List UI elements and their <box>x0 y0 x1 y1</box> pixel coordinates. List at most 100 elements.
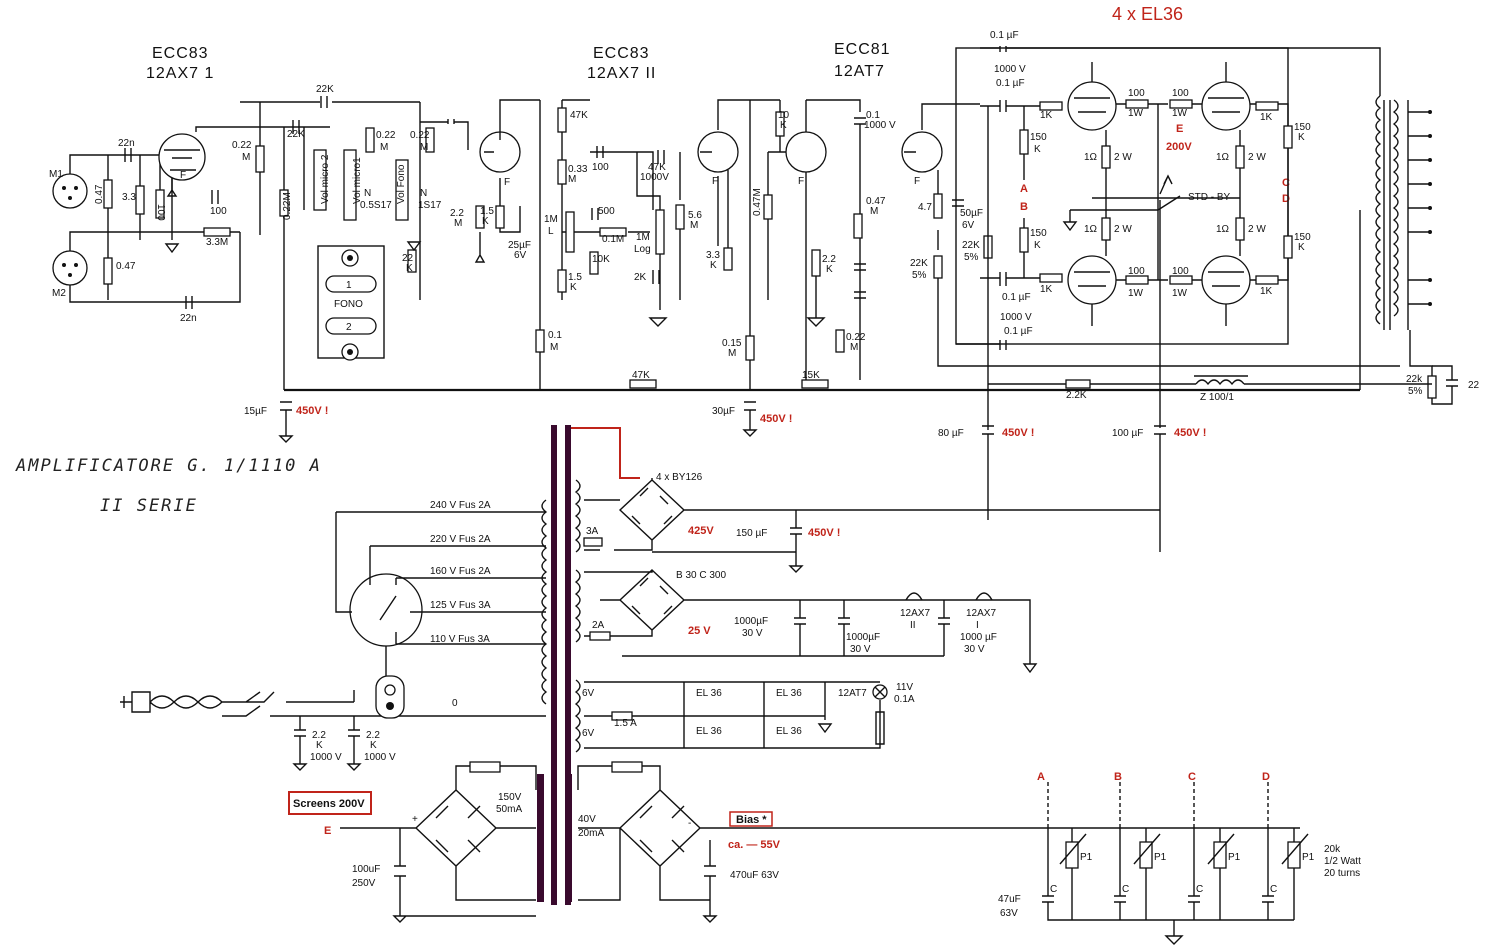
svg-text:22k: 22k <box>1406 374 1423 385</box>
svg-text:3.3M: 3.3M <box>206 237 228 248</box>
svg-text:100: 100 <box>592 162 609 173</box>
svg-text:0.22: 0.22 <box>410 130 430 141</box>
fono-1-label: 1 <box>346 280 352 291</box>
pot-c-label: C <box>1188 771 1196 783</box>
mic2-connector <box>52 250 88 286</box>
svg-text:30 V: 30 V <box>850 644 871 655</box>
svg-text:N: N <box>364 188 371 199</box>
svg-text:1M: 1M <box>636 232 650 243</box>
svg-text:2 W: 2 W <box>1114 224 1132 235</box>
svg-text:25µF: 25µF <box>508 240 531 251</box>
svg-text:+: + <box>412 814 418 825</box>
svg-text:K: K <box>570 282 577 293</box>
svg-text:1Ω: 1Ω <box>1216 224 1230 235</box>
el36-tube-2 <box>1201 81 1251 131</box>
svg-text:20mA: 20mA <box>578 828 604 839</box>
svg-text:47K: 47K <box>570 110 588 121</box>
svg-text:C: C <box>1270 884 1277 895</box>
svg-text:M: M <box>550 342 558 353</box>
feedback-resistor-label: 2.2K <box>1066 390 1087 401</box>
svg-text:P1: P1 <box>1228 852 1241 863</box>
svg-text:22K: 22K <box>962 240 980 251</box>
mic1-label: M1 <box>49 169 63 180</box>
svg-text:150: 150 <box>1294 122 1311 133</box>
svg-text:5%: 5% <box>964 252 979 263</box>
el36-heater-4: EL 36 <box>776 726 802 737</box>
svg-text:2.2: 2.2 <box>450 208 464 219</box>
svg-text:3.3: 3.3 <box>122 192 136 203</box>
filter-cap1-label: 80 µF <box>938 428 964 439</box>
tap-110: 110 V Fus 3A <box>430 634 490 645</box>
bias-box <box>729 811 773 827</box>
svg-text:K: K <box>826 264 833 275</box>
svg-text:10K: 10K <box>592 254 610 265</box>
filament-fuse: 1.5 A <box>614 718 637 729</box>
svg-text:P1: P1 <box>1080 852 1093 863</box>
svg-text:1000 V: 1000 V <box>994 64 1026 75</box>
svg-text:I: I <box>976 620 979 631</box>
svg-text:1000µF: 1000µF <box>734 616 768 627</box>
svg-text:K: K <box>482 216 489 227</box>
hv-cap-voltage: 450V ! <box>808 527 840 539</box>
svg-text:50µF: 50µF <box>960 208 983 219</box>
svg-text:M: M <box>568 174 576 185</box>
svg-text:0.1A: 0.1A <box>894 694 915 705</box>
lv-voltage-label: 25 V <box>688 625 711 637</box>
svg-text:150V: 150V <box>498 792 522 803</box>
choke-label: Z 100/1 <box>1200 392 1234 403</box>
svg-text:1S17: 1S17 <box>418 200 442 211</box>
svg-text:1W: 1W <box>1172 108 1188 119</box>
v1-tube <box>158 133 206 181</box>
fono-label: FONO <box>334 299 363 310</box>
svg-text:0.22: 0.22 <box>232 140 252 151</box>
svg-text:0.1 µF: 0.1 µF <box>1002 292 1031 303</box>
svg-text:2K: 2K <box>634 272 647 283</box>
svg-text:1000 µF: 1000 µF <box>960 632 997 643</box>
pot-a-label: A <box>1037 771 1045 783</box>
bias-cap-label: 470uF 63V <box>730 870 779 881</box>
svg-text:100: 100 <box>1128 266 1145 277</box>
svg-text:K: K <box>1034 144 1041 155</box>
svg-text:1Ω: 1Ω <box>1084 224 1098 235</box>
svg-text:1000 V: 1000 V <box>364 752 396 763</box>
preamp-section: M1 M2 22n 22n 0.47 3.3 100 0.47 3.3M 100… <box>49 84 540 390</box>
feedback-cap-label: 22 <box>1468 380 1480 391</box>
point-c-label: C <box>1282 177 1290 189</box>
svg-text:F: F <box>180 170 186 181</box>
svg-text:1000 V: 1000 V <box>864 120 896 131</box>
screens-box <box>288 791 372 815</box>
vol-micro2-label: Vol micro 2 <box>320 154 331 204</box>
svg-text:2.2: 2.2 <box>366 730 380 741</box>
svg-text:F: F <box>914 176 920 187</box>
svg-text:F: F <box>712 176 718 187</box>
svg-text:6V: 6V <box>514 250 527 261</box>
pot-d-label: D <box>1262 771 1270 783</box>
svg-text:22n: 22n <box>118 138 135 149</box>
hv-cap-label: 150 µF <box>736 528 767 539</box>
svg-text:1K: 1K <box>1260 112 1273 123</box>
bias-voltage-label: ca. — 55V <box>728 839 781 851</box>
el36-tube-3 <box>1067 255 1117 305</box>
vol-micro1-label: Vol micro1 <box>352 157 363 204</box>
filament-6v-1: 6V <box>582 688 595 699</box>
svg-text:3.3: 3.3 <box>706 250 720 261</box>
fono-2-label: 2 <box>346 322 352 333</box>
svg-text:2.2: 2.2 <box>312 730 326 741</box>
svg-text:12AX7: 12AX7 <box>966 608 996 619</box>
hv-fuse-label: 3A <box>586 526 599 537</box>
svg-text:22K: 22K <box>287 129 305 140</box>
svg-text:450V !: 450V ! <box>760 413 792 425</box>
svg-text:0.47: 0.47 <box>116 261 136 272</box>
filter-cap1-voltage: 450V ! <box>1002 427 1034 439</box>
lv-fuse-label: 2A <box>592 620 605 631</box>
svg-text:11V: 11V <box>896 682 913 693</box>
v1-type: ECC83 <box>152 45 209 62</box>
svg-text:M: M <box>454 218 462 229</box>
svg-text:M: M <box>420 142 428 153</box>
svg-text:1K: 1K <box>1260 286 1273 297</box>
svg-text:2 W: 2 W <box>1248 152 1266 163</box>
svg-text:20k: 20k <box>1324 844 1341 855</box>
svg-text:C: C <box>1122 884 1129 895</box>
v3b-tube <box>901 131 943 173</box>
point-d-label: D <box>1282 193 1290 205</box>
